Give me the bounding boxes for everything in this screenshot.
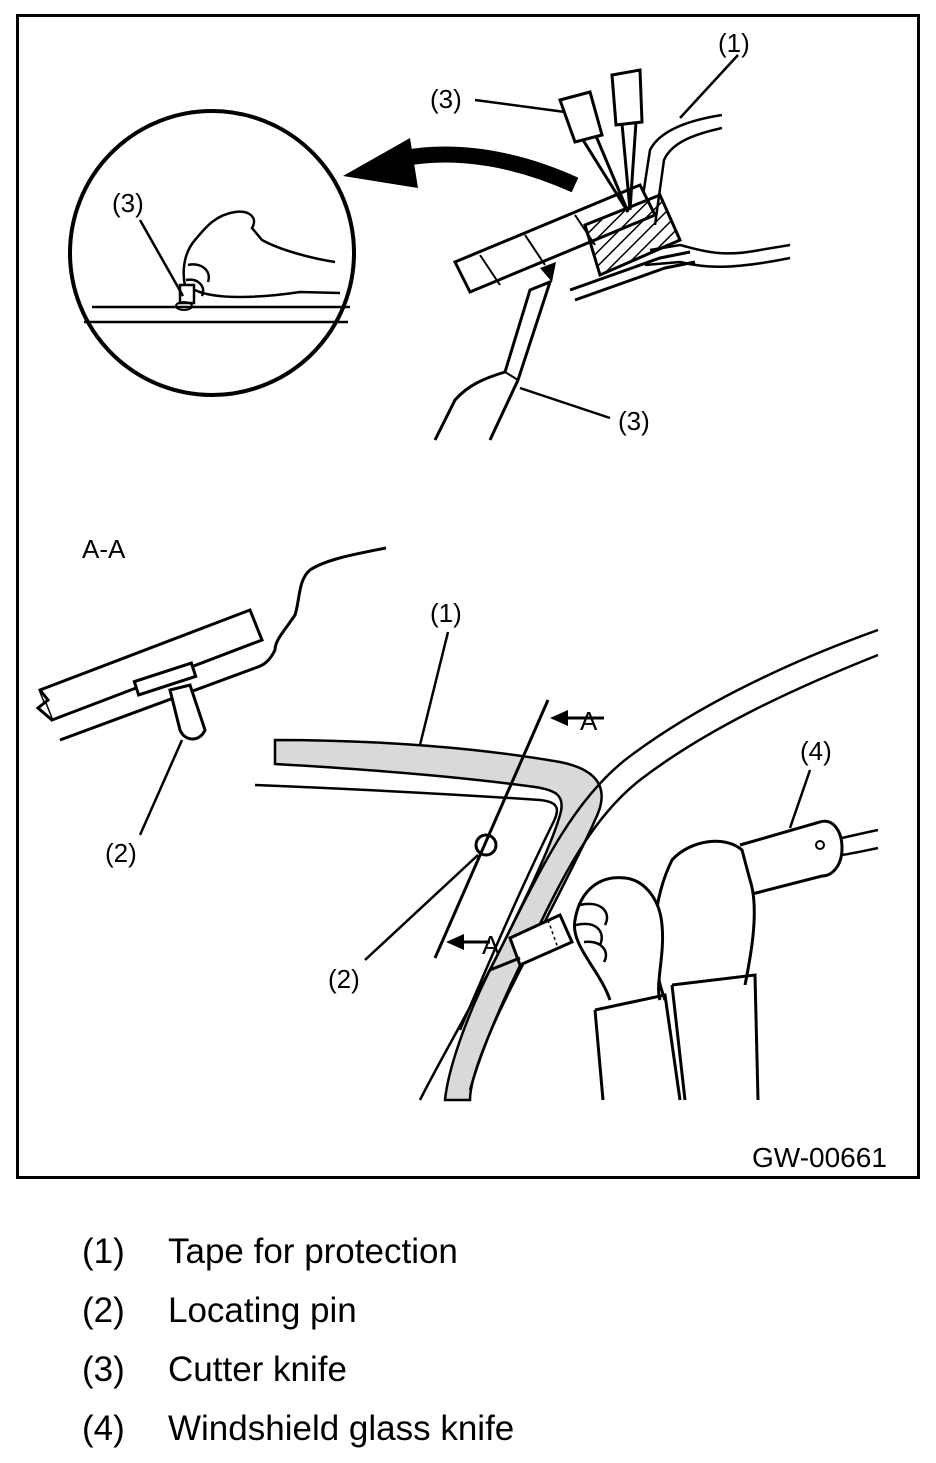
molding-cross-section: (3) (1) (3) — [430, 28, 791, 441]
callout-3-upper: (3) — [430, 84, 462, 114]
section-a-a: A-A (2) — [35, 534, 387, 868]
legend-text: Cutter knife — [168, 1350, 347, 1389]
callout-4-main: (4) — [800, 736, 832, 766]
callout-3-lower: (3) — [618, 406, 650, 436]
legend-number: (2) — [82, 1291, 125, 1330]
callout-2-section: (2) — [105, 838, 137, 868]
legend-number: (4) — [82, 1409, 125, 1448]
callout-1-upper: (1) — [718, 28, 750, 58]
legend-item: (2) Locating pin — [82, 1281, 514, 1340]
legend-text: Windshield glass knife — [168, 1409, 515, 1448]
detail-magnifier-circle: (3) — [68, 109, 356, 397]
arrow-a-bottom: A — [482, 930, 500, 960]
legend-item: (1) Tape for protection — [82, 1222, 514, 1281]
arrow-a-top: A — [580, 706, 598, 736]
legend-text: Locating pin — [168, 1291, 357, 1330]
windshield-corner: A A (2) (1) (4) — [254, 598, 879, 1102]
section-label: A-A — [82, 534, 126, 564]
callout-1-main: (1) — [430, 598, 462, 628]
legend-item: (4) Windshield glass knife — [82, 1399, 514, 1458]
legend-number: (1) — [82, 1232, 125, 1271]
callout-2-main: (2) — [328, 964, 360, 994]
legend-number: (3) — [82, 1350, 125, 1389]
figure-code: GW-00661 — [752, 1142, 887, 1173]
legend-list: (1) Tape for protection (2) Locating pin… — [82, 1222, 514, 1458]
callout-3-detail: (3) — [112, 188, 144, 218]
legend-item: (3) Cutter knife — [82, 1340, 514, 1399]
diagram-frame — [16, 14, 920, 1179]
legend-text: Tape for protection — [168, 1232, 458, 1271]
magnify-arrow — [343, 138, 579, 193]
